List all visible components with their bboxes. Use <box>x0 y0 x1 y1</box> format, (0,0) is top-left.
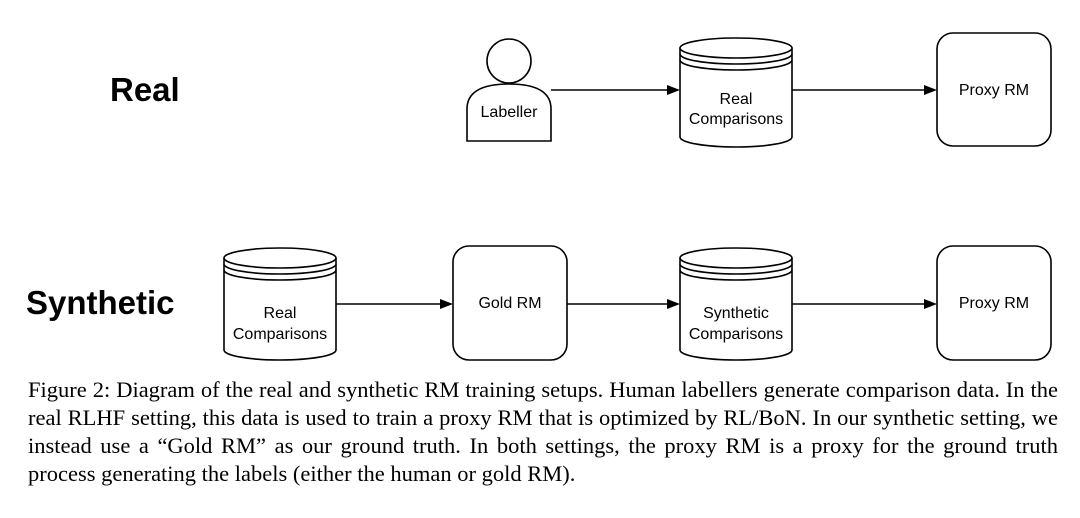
synthetic-comparisons-database: Synthetic Comparisons <box>679 247 793 361</box>
arrow-labeller-to-real-comparisons <box>551 85 680 95</box>
real-comparisons-database-real-row: Real Comparisons <box>679 37 793 148</box>
real-comparisons-label-line2: Comparisons <box>689 111 783 128</box>
arrow-real-comparisons-to-proxy-rm <box>792 85 937 95</box>
synthetic-comparisons-label-line2: Comparisons <box>689 326 783 343</box>
synthetic-comparisons-label-line1: Synthetic <box>703 305 769 322</box>
gold-rm-box: Gold RM <box>452 245 568 361</box>
arrow-real-comparisons-to-gold-rm <box>336 299 453 309</box>
real-comparisons-database-synthetic-row: Real Comparisons <box>223 247 337 361</box>
proxy-rm-box-synthetic-row: Proxy RM <box>936 245 1052 361</box>
arrow-synthetic-comparisons-to-proxy-rm <box>792 299 937 309</box>
row-title-synthetic: Synthetic <box>26 284 175 321</box>
row-title-real: Real <box>110 71 180 108</box>
gold-rm-label: Gold RM <box>478 295 541 312</box>
real-comparisons-label-line1: Real <box>720 91 753 108</box>
labeller-person-icon: Labeller <box>466 38 552 142</box>
real-comparisons-label-line2: Comparisons <box>233 326 327 343</box>
arrow-gold-rm-to-synthetic-comparisons <box>567 299 680 309</box>
rm-training-setups-diagram: Real Synthetic Labeller Real Comparisons… <box>26 32 1052 361</box>
proxy-rm-box-real-row: Proxy RM <box>936 32 1052 147</box>
labeller-label: Labeller <box>481 104 539 121</box>
figure-caption: Figure 2: Diagram of the real and synthe… <box>28 377 1058 486</box>
real-comparisons-label-line1: Real <box>264 305 297 322</box>
proxy-rm-label: Proxy RM <box>959 295 1029 312</box>
proxy-rm-label: Proxy RM <box>959 82 1029 99</box>
